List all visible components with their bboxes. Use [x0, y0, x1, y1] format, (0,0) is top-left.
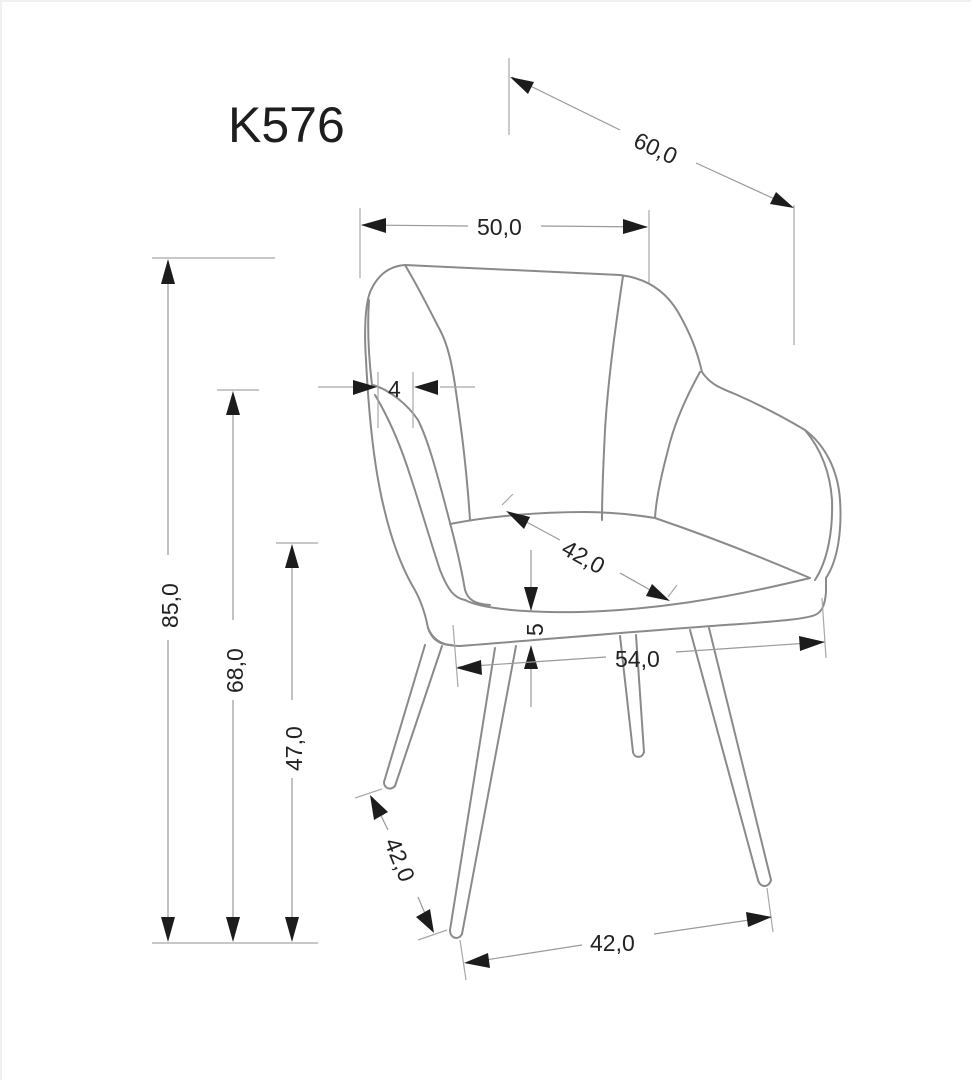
dimension-backrest-width: 50,0 — [359, 208, 650, 283]
dimension-armrest-height: 68,0 — [217, 389, 259, 942]
label-seat-height: 47,0 — [281, 726, 307, 771]
label-overall-depth: 60,0 — [630, 127, 682, 169]
dimension-seat-cushion: 5 — [522, 550, 548, 707]
dimension-overall-depth: 60,0 — [508, 58, 795, 345]
label-seat-depth: 42,0 — [558, 535, 610, 579]
dimension-overall-height: 85,0 — [152, 257, 318, 944]
dimension-leg-depth-spread: 42,0 — [354, 788, 448, 941]
label-backrest-width: 50,0 — [477, 214, 522, 240]
dimension-armrest-thickness: 4 — [318, 372, 475, 428]
label-seat-cushion: 5 — [522, 623, 548, 636]
label-leg-width-spread: 42,0 — [590, 930, 635, 956]
label-armrest-height: 68,0 — [222, 648, 248, 693]
chair-legs — [383, 627, 772, 939]
chair-outline — [364, 264, 842, 647]
model-title: K576 — [228, 97, 345, 153]
dimension-seat-depth: 42,0 — [501, 493, 678, 601]
dimension-leg-width-spread: 42,0 — [459, 887, 774, 981]
label-armrest-thickness: 4 — [388, 376, 401, 402]
label-overall-width: 54,0 — [615, 646, 660, 672]
label-overall-height: 85,0 — [157, 583, 183, 628]
label-leg-depth-spread: 42,0 — [379, 834, 420, 885]
dimension-overall-width: 54,0 — [452, 597, 827, 688]
dimension-seat-height: 47,0 — [276, 542, 318, 942]
